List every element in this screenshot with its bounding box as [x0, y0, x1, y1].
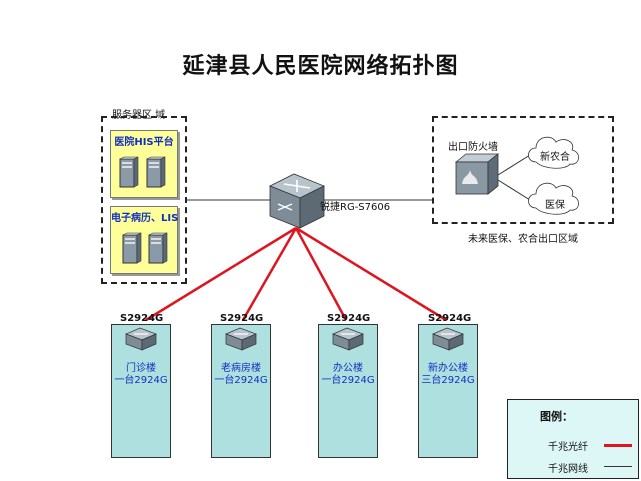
firewall-label: 出口防火墙	[448, 142, 498, 153]
server-tower-icon	[122, 232, 168, 264]
legend-title: 图例：	[540, 410, 573, 423]
building-name: 新办公楼	[428, 363, 468, 374]
cloud-icon	[528, 136, 579, 169]
fiber-link-laobingfang	[241, 227, 298, 321]
future-exit-zone-label: 未来医保、农合出口区域	[468, 234, 578, 245]
future-exit-zone-box	[432, 116, 614, 224]
cloud-label-yibao: 医保	[545, 200, 565, 211]
server-zone-box	[101, 116, 187, 284]
access-switch-icon	[225, 327, 257, 351]
access-switch-icon	[125, 327, 157, 351]
server-his: 医院HIS平台	[110, 130, 178, 198]
link-firewall-xinnonghe	[497, 154, 531, 176]
building-menzhen: 门诊楼 一台2924G	[111, 324, 171, 458]
fiber-link-xinbangong	[295, 226, 447, 322]
building-switch-count: 一台2924G	[114, 375, 168, 386]
server-emr-lis-label: 电子病历、LIS	[111, 213, 179, 224]
access-switch-icon	[332, 327, 364, 351]
cloud-label-xinnonghe: 新农合	[540, 152, 570, 163]
server-his-label: 医院HIS平台	[114, 137, 174, 148]
switch-model-label: S2924G	[120, 313, 164, 324]
access-switch-icon	[432, 327, 464, 351]
legend-label-fiber: 千兆光纤	[548, 442, 588, 453]
building-switch-count: 一台2924G	[321, 375, 375, 386]
building-bangong: 办公楼 一台2924G	[318, 324, 378, 458]
building-name: 门诊楼	[126, 363, 156, 374]
legend-swatch-fiber	[604, 444, 632, 447]
fiber-link-bangong	[294, 227, 348, 321]
legend-swatch-copper	[604, 466, 632, 467]
server-zone-label: 服务器区 域	[112, 110, 166, 121]
diagram-title: 延津县人民医院网络拓扑图	[182, 53, 459, 79]
legend-box: 图例： 千兆光纤 千兆网线	[507, 399, 639, 479]
switch-model-label: S2924G	[220, 313, 264, 324]
link-firewall-yibao	[497, 179, 531, 201]
building-switch-count: 一台2924G	[214, 375, 268, 386]
building-name: 办公楼	[333, 363, 363, 374]
cloud-icon	[528, 182, 579, 215]
switch-model-label: S2924G	[428, 313, 472, 324]
core-switch-label: 锐捷RG-S7606	[320, 202, 391, 213]
switch-model-label: S2924G	[327, 313, 371, 324]
fiber-link-menzhen	[145, 226, 297, 322]
building-name: 老病房楼	[221, 363, 261, 374]
building-switch-count: 三台2924G	[421, 375, 475, 386]
server-emr-lis: 电子病历、LIS	[110, 206, 178, 274]
server-tower-icon	[119, 156, 166, 188]
legend-label-copper: 千兆网线	[548, 464, 588, 475]
